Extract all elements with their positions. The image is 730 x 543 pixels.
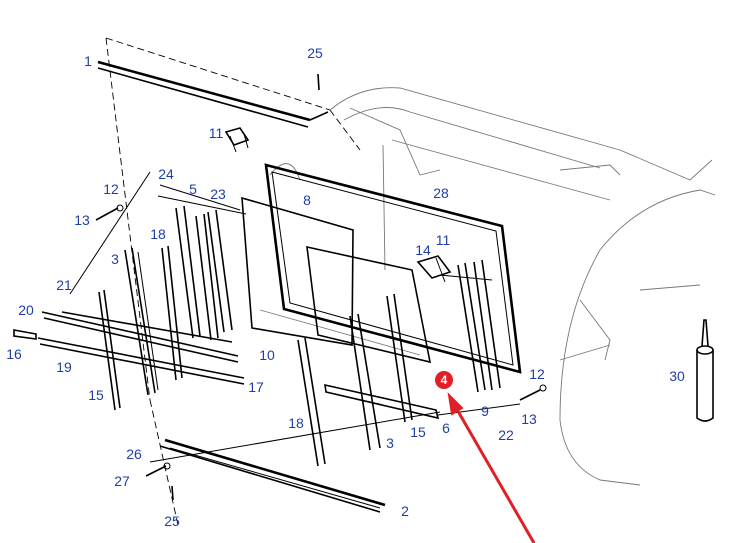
callout-3-left: 3	[111, 251, 119, 267]
callout-11-top: 11	[209, 125, 224, 141]
inner-glass-pane	[306, 245, 432, 364]
callout-12-left: 12	[103, 181, 119, 197]
callout-5: 5	[189, 181, 197, 197]
callout-15-left: 15	[88, 387, 104, 403]
vertical-seal-strips-right	[297, 259, 501, 467]
highlight-arrow: 4	[435, 371, 536, 543]
callout-10: 10	[259, 347, 275, 363]
part-2-lower-rail	[159, 438, 386, 513]
callout-12-right: 12	[529, 366, 545, 382]
callout-27: 27	[114, 473, 130, 489]
callout-6: 6	[442, 420, 450, 436]
callout-13-right: 13	[521, 411, 537, 427]
callout-21: 21	[56, 277, 72, 293]
callout-25-top: 25	[307, 45, 323, 61]
part-28-frame-window	[264, 163, 522, 374]
callout-18-left: 18	[150, 226, 166, 242]
part-30-sealant-tube	[696, 319, 714, 422]
screws	[95, 73, 547, 501]
callout-25-bottom: 25	[164, 513, 180, 529]
callout-11-right: 11	[436, 232, 451, 248]
marker-4-label: 4	[441, 373, 448, 387]
horizontal-strips-left	[13, 311, 245, 385]
part-11-brackets	[224, 127, 452, 283]
callout-24: 24	[158, 166, 174, 182]
callout-19: 19	[56, 359, 72, 375]
callout-13-left: 13	[74, 212, 90, 228]
callout-14: 14	[415, 242, 431, 258]
callout-2: 2	[401, 503, 409, 519]
callout-30: 30	[669, 368, 685, 384]
marker-4-badge	[435, 371, 453, 389]
callout-26: 26	[126, 446, 142, 462]
part-8-glass-pane	[241, 196, 354, 346]
callout-15-right: 15	[410, 424, 426, 440]
callout-1: 1	[84, 53, 92, 69]
callout-22: 22	[498, 427, 514, 443]
callout-3-right: 3	[386, 435, 394, 451]
callout-28: 28	[433, 185, 449, 201]
callout-23: 23	[210, 186, 226, 202]
callout-labels: 1 25 11 8 28 24 5 23 12 13 18 3 14 11 21…	[6, 45, 685, 529]
callout-8: 8	[303, 192, 311, 208]
callout-9: 9	[481, 403, 489, 419]
callout-20: 20	[18, 302, 34, 318]
callout-16: 16	[6, 346, 22, 362]
cab-frame-outline	[105, 37, 716, 526]
part-1-upper-rail	[97, 60, 329, 128]
callout-18-right: 18	[288, 415, 304, 431]
callout-17: 17	[248, 379, 264, 395]
